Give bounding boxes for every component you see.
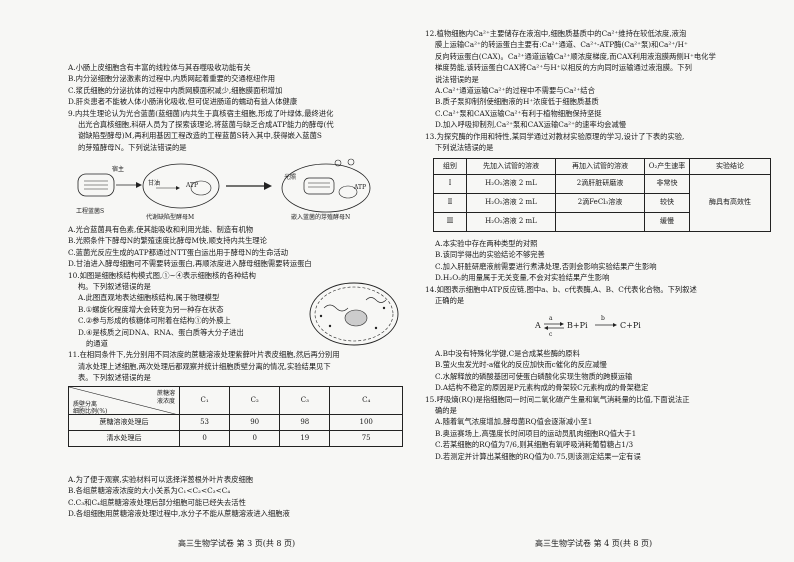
text-line: A.B中没有特殊化学键,C是合成某些酶的原料 xyxy=(435,349,580,358)
text-line: C.C₃和C₄组蔗糖溶液处理后部分细胞可能已经失去活性 xyxy=(68,497,246,507)
question-10: 10.如图是细胞核结构模式图,①~④表示细胞核的各种结构 xyxy=(68,270,256,280)
question-12: 12.植物细胞内Ca²⁺主要储存在液泡中,细胞质基质中的Ca²⁺维持在较低浓度,… xyxy=(425,29,687,38)
right-bottom-text: A.B中没有特殊化学键,C是合成某些酶的原料 B.萤火虫发光时-a催化的反应加快… xyxy=(425,348,773,462)
text-line: 下列说法错误的是 xyxy=(435,143,494,153)
left-mid-text: A.光合蓝菌具有色素,使其能吸收和利用光能、制造有机物 B.光照条件下酵母N的繁… xyxy=(68,224,403,384)
nucleus-diagram xyxy=(309,282,399,346)
text-line: 确的是 xyxy=(435,406,457,416)
label-host: 宿主 xyxy=(112,166,125,173)
col-header: C₂ xyxy=(229,386,281,415)
label-mutant-yeast: 代谢缺陷型酵母M xyxy=(146,214,195,221)
text-line: C.若某细胞的RQ值为7/6,则其细胞有氧呼吸消耗葡萄糖占1/3 xyxy=(435,440,634,450)
text-line: A.小肠上皮细胞含有丰富的线粒体与其吞噬吸收功能有关 xyxy=(68,63,251,72)
text-line: 膜上运输Ca²⁺的转运蛋白主要有:Ca²⁺通道、Ca²⁺-ATP酶(Ca²⁺泵)… xyxy=(435,40,688,50)
left-bottom-text: A.为了便于观察,实验材料可以选择洋葱根外叶片表皮细胞 B.各组蔗糖溶液浓度的大… xyxy=(68,474,403,520)
table-q11: 蔗糖溶 液浓度 质壁分离 细胞比例(%) C₁ C₂ C₃ C₄ 蔗糖溶液处理后… xyxy=(68,386,403,447)
label-atp: ATP xyxy=(186,182,199,189)
question-9: 9.内共生理论认为光合蓝菌(蓝细菌)内共生于真核宿主细胞,形成了叶绿体,最终进化 xyxy=(68,108,334,118)
text-line: A.随着氧气浓度增加,酵母菌RQ值会逐渐减小至1 xyxy=(435,417,593,427)
text-line: C.水解释放的磷酸基团可使蛋白磷酸化实现生物质的跨膜运输 xyxy=(435,371,633,381)
text-line: B.质子泵抑制剂使细胞液的H⁺浓度低于细胞质基质 xyxy=(435,97,599,107)
text-line: B.萤火虫发光时-a催化的反应加快而c催化的反应减慢 xyxy=(435,360,607,370)
text-line: D.加入呼吸抑制剂,Ca²⁺泵和CAX运输Ca²⁺的速率均会减慢 xyxy=(435,120,627,130)
table-header-row: 组别 先加入试管的溶液 再加入试管的溶液 O₂产生速率 实验结论 xyxy=(433,158,771,175)
table-corner: 蔗糖溶 液浓度 质壁分离 细胞比例(%) xyxy=(68,386,180,415)
label-light: 光照 xyxy=(284,174,297,181)
text-line: D.若测定并计算出某细胞的RQ值为0.75,则该测定结果一定有误 xyxy=(435,451,641,461)
text-line: A.此图直观地表达细胞核结构,属于物理模型 xyxy=(78,293,220,303)
text-line: A.本实验中存在两种类型的对照 xyxy=(435,239,538,248)
conclusion-cell: 酶具有高效性 xyxy=(689,174,771,232)
text-line: C.蓝菌光反应生成的ATP都通过NTT蛋白运出用于酵母N的生命活动 xyxy=(68,247,289,257)
atp-equation: A a c B+Pi b C+Pi xyxy=(535,315,641,338)
text-line: 出光合真核细胞,科研人员为了探索该理论,将蓝菌与缺乏合成ATP能力的酵母(代 xyxy=(78,120,334,130)
right-top-text: 12.植物细胞内Ca²⁺主要储存在液泡中,细胞质基质中的Ca²⁺维持在较低浓度,… xyxy=(425,28,773,153)
text-line: 谢缺陷型酵母)M,再利用基因工程改造的工程蓝菌S转入其中,获得嵌入蓝菌S xyxy=(78,131,322,141)
label-atp2: ATP xyxy=(354,184,367,191)
col-header: C₁ xyxy=(178,386,231,415)
label-blue-s: 工程蓝菌S xyxy=(76,208,105,215)
text-line: B.奥运赛场上,高强度长时间项目的运动员肌肉细胞RQ值大于1 xyxy=(435,428,637,438)
question-11: 11.在相同条件下,先分别用不同浓度的蔗糖溶液处理紫藓叶片表皮细胞,然后再分别用 xyxy=(68,350,340,360)
text-line: D.肝炎患者不能被人体小肠消化吸收,但可促进肠道的蠕动有益人体健康 xyxy=(68,97,298,107)
text-line: 的芽殖酵母N。下列说法错误的是 xyxy=(78,142,187,152)
text-line: C.浆氏细胞的分泌抗体的过程中内质网膜面积减少,细胞膜面积增加 xyxy=(68,85,283,95)
text-line: C.加入肝脏研磨液前需要进行煮沸处理,否则会影响实验结果产生影响 xyxy=(435,261,657,271)
text-line: B.内分泌细胞分泌激素的过程中,内质网起着重要的交通枢纽作用 xyxy=(68,74,276,84)
question-14: 14.如图表示细胞中ATP反应链,图中a、b、c代表酶,A、B、C代表化合物。下… xyxy=(425,284,697,294)
label-chimeric: 嵌入蓝菌的芽殖酵母N xyxy=(291,214,351,221)
text-line: C.Ca²⁺泵和CAX运输Ca²⁺有利于植物细胞保持坚挺 xyxy=(435,108,602,118)
table-row: Ⅲ H₂O₂溶液 2 mL 缓慢 xyxy=(433,212,771,232)
question-13: 13.为探究酶的作用和特性,某同学通过对教材实验原理的学习,设计了下表的实验, xyxy=(425,131,685,141)
text-line: C.②参与形成的核糖体可附着在结构①的外膜上 xyxy=(78,316,231,326)
table-row: 清水处理后 0 0 19 75 xyxy=(68,430,403,447)
table-q13: 组别 先加入试管的溶液 再加入试管的溶液 O₂产生速率 实验结论 Ⅰ H₂O₂溶… xyxy=(433,158,771,232)
text-line: B.各组蔗糖溶液浓度的大小关系为C₁<C₂<C₃<C₄ xyxy=(68,486,231,496)
figure-q9: 工程蓝菌S 宿主 甘油 ATP 代谢缺陷型酵母M 光照 ATP 嵌入蓝菌的芽殖酵… xyxy=(76,158,396,221)
label-sugar: 甘油 xyxy=(148,180,161,187)
text-line: 说法错误的是 xyxy=(435,74,479,84)
text-line: B.①螺旋化程度增大会转变为另一种存在状态 xyxy=(78,304,224,314)
right-page: 12.植物细胞内Ca²⁺主要储存在液泡中,细胞质基质中的Ca²⁺维持在较低浓度,… xyxy=(425,0,773,562)
text-line: B.该同学得出的实验结论不够完善 xyxy=(435,250,545,260)
text-line: 正确的是 xyxy=(435,296,465,306)
table-row: Ⅰ H₂O₂溶液 2 mL 2滴肝脏研磨液 非常快 酶具有高效性 xyxy=(433,174,771,232)
cell-diagram xyxy=(77,158,371,213)
text-line: 构。下列叙述错误的是 xyxy=(78,282,151,292)
table-row: 蔗糖溶液处理后 53 90 98 100 xyxy=(68,414,403,431)
text-line: B.光照条件下酵母N的繁殖速度比酵母M快,顺支持内共生理论 xyxy=(68,236,267,246)
col-header: C₄ xyxy=(329,386,403,415)
text-line: 梯度势能,该转运蛋白CAX将Ca²⁺与H⁺以相反的方向同时运输通过液泡膜。下列 xyxy=(435,63,692,73)
page-footer-left: 高三生物学试卷 第 3 页(共 8 页) xyxy=(178,539,296,548)
text-line: 清水处理上述细胞,两次处理后都观察并统计细胞质壁分离的情况,实验结果见下 xyxy=(78,361,331,371)
right-mid-text: A.本实验中存在两种类型的对照 B.该同学得出的实验结论不够完善 C.加入肝脏研… xyxy=(425,238,773,306)
text-line: D.各组细胞用蔗糖溶液处理过程中,水分子不能从蔗糖溶液进入细胞液 xyxy=(68,509,290,519)
text-line: D.④是核质之间DNA、RNA、蛋白质等大分子进出 xyxy=(78,327,244,337)
question-15: 15.呼吸熵(RQ)是指细胞同一时间二氧化碳产生量和氧气消耗量的比值,下面说法正 xyxy=(425,394,690,404)
text-line: D.甘油进入酵母细胞可不需要转运蛋白,再顺浓度进入酵母细胞需要转运蛋白 xyxy=(68,259,312,269)
left-top-text: A.小肠上皮细胞含有丰富的线粒体与其吞噬吸收功能有关 B.内分泌细胞分泌激素的过… xyxy=(68,62,403,153)
col-header: C₃ xyxy=(279,386,331,415)
text-line: A.为了便于观察,实验材料可以选择洋葱根外叶片表皮细胞 xyxy=(68,475,254,484)
text-line: D.A结构不稳定的原因是P元素构成的骨架较C元素构成的骨架稳定 xyxy=(435,383,649,393)
text-line: 表。下列叙述错误的是 xyxy=(78,373,151,383)
text-line: A.光合蓝菌具有色素,使其能吸收和利用光能、制造有机物 xyxy=(68,225,254,234)
text-line: 反向转运蛋白(CAX)。Ca²⁺通道运输Ca²⁺顺浓度梯度,而CAX利用液泡膜两… xyxy=(435,51,716,61)
left-page: A.小肠上皮细胞含有丰富的线粒体与其吞噬吸收功能有关 B.内分泌细胞分泌激素的过… xyxy=(68,0,403,562)
page-footer-right: 高三生物学试卷 第 4 页(共 8 页) xyxy=(535,539,653,548)
text-line: A.Ca²⁺通道运输Ca²⁺的过程中不需要与Ca²⁺结合 xyxy=(435,86,595,96)
text-line: D.H₂O₂的用量属于无关变量,不会对实验结果产生影响 xyxy=(435,273,610,283)
text-line: 的通道 xyxy=(86,339,108,349)
